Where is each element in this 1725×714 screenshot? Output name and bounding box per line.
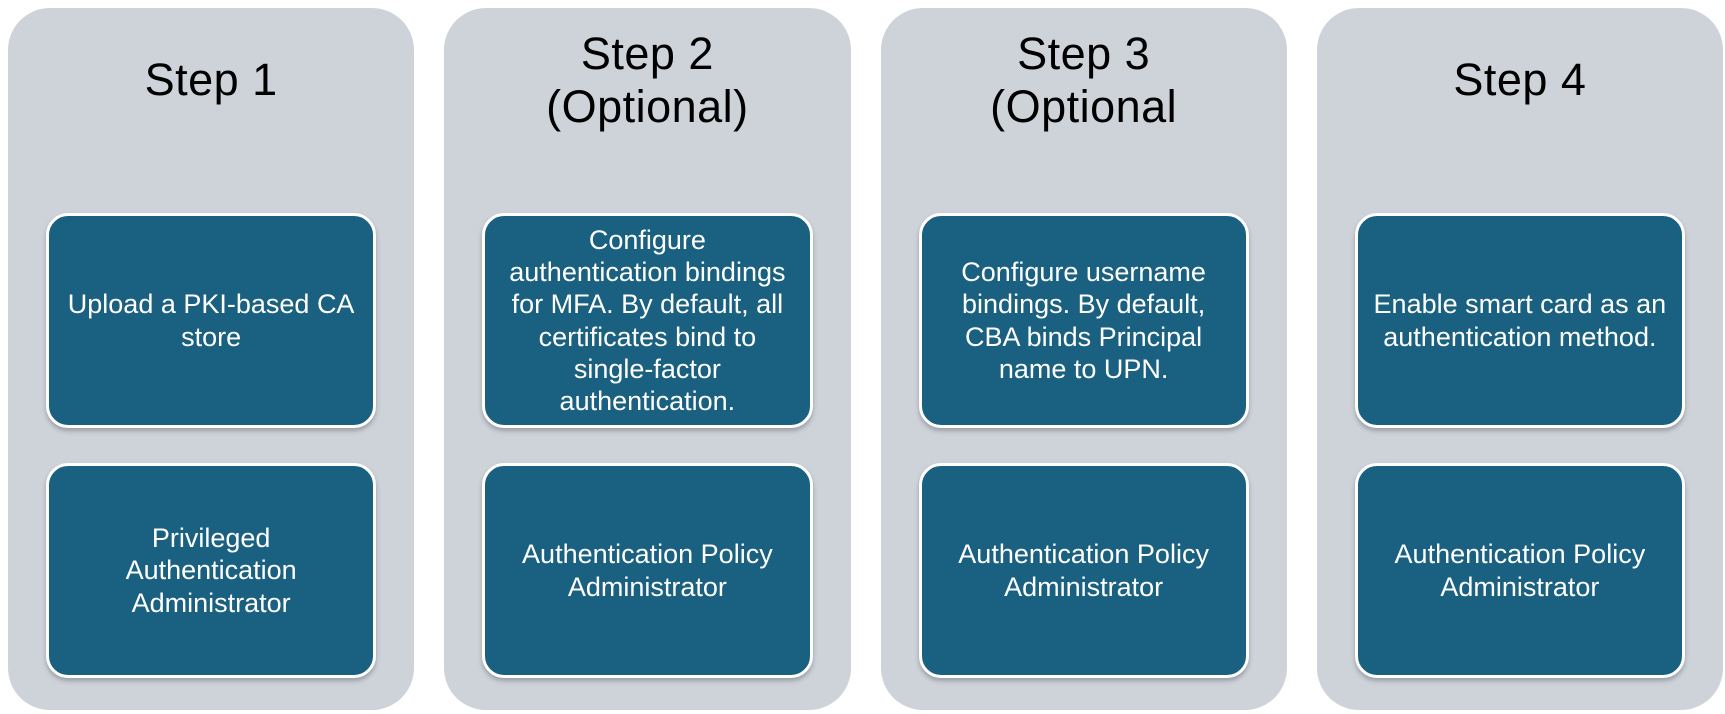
step-2-title-area: Step 2 (Optional) — [444, 8, 850, 213]
step-4-task-text: Enable smart card as an authentication m… — [1373, 289, 1667, 352]
step-1-task-box: Upload a PKI-based CA store — [46, 213, 377, 428]
step-3-role-text: Authentication Policy Administrator — [958, 539, 1209, 602]
step-2-role-text: Authentication Policy Administrator — [522, 539, 773, 602]
step-4-title: Step 4 — [1453, 54, 1587, 106]
step-1-role-text: Privileged Authentication Administrator — [125, 523, 297, 618]
step-1-title-area: Step 1 — [8, 8, 414, 213]
step-2-task-text: Configure authentication bindings for MF… — [509, 225, 786, 416]
step-3-task-box: Configure username bindings. By default,… — [918, 213, 1249, 428]
step-1-role-box: Privileged Authentication Administrator — [46, 463, 377, 678]
step-4-role-text: Authentication Policy Administrator — [1394, 539, 1646, 602]
step-2-task-box: Configure authentication bindings for MF… — [482, 213, 813, 428]
step-3-task-text: Configure username bindings. By default,… — [961, 257, 1206, 384]
step-2-title: Step 2 (Optional) — [546, 27, 749, 132]
step-2-role-box: Authentication Policy Administrator — [482, 463, 813, 678]
step-3-role-box: Authentication Policy Administrator — [918, 463, 1249, 678]
step-column-3: Step 3 (Optional Configure username bind… — [880, 8, 1287, 710]
step-1-task-text: Upload a PKI-based CA store — [67, 289, 355, 352]
step-1-title: Step 1 — [144, 54, 278, 106]
step-column-4: Step 4 Enable smart card as an authentic… — [1316, 8, 1723, 710]
step-4-role-box: Authentication Policy Administrator — [1354, 463, 1685, 678]
step-column-2: Step 2 (Optional) Configure authenticati… — [444, 8, 851, 710]
step-3-title-area: Step 3 (Optional — [881, 8, 1287, 213]
step-4-task-box: Enable smart card as an authentication m… — [1354, 213, 1685, 428]
step-3-title: Step 3 (Optional — [990, 27, 1178, 132]
step-column-1: Step 1 Upload a PKI-based CA store Privi… — [8, 8, 415, 710]
step-4-title-area: Step 4 — [1317, 8, 1723, 213]
